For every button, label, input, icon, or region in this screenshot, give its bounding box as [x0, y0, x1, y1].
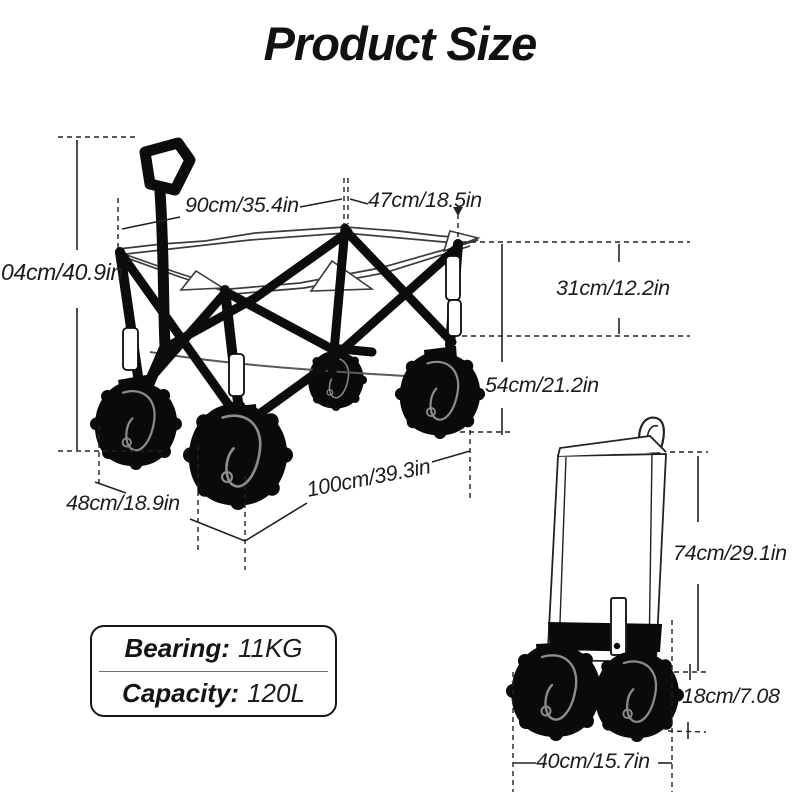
bearing-value: 11KG — [237, 633, 303, 664]
spec-divider — [99, 670, 328, 672]
open-wagon-dimension-lines — [58, 136, 690, 570]
folded-wagon-illustration — [504, 416, 686, 744]
dim-label-total-height: 04cm/40.9in — [1, 259, 123, 285]
page-title: Product Size — [263, 17, 538, 70]
dim-label-folded-height: 74cm/29.1in — [673, 541, 787, 565]
dim-label-track-width: 48cm/18.9in — [66, 491, 180, 515]
capacity-row: Capacity: 120L — [92, 672, 335, 716]
spec-box: Bearing: 11KG Capacity: 120L — [90, 625, 337, 717]
dim-label-wheel-height: 18cm/7.08 — [682, 684, 780, 708]
dim-label-basket-depth: 31cm/12.2in — [556, 276, 670, 300]
open-wagon-illustration — [88, 137, 487, 512]
capacity-label: Capacity: — [122, 677, 240, 708]
bearing-label: Bearing: — [124, 633, 230, 664]
dim-label-top-length: 90cm/35.4in — [185, 193, 299, 217]
dim-label-folded-width: 40cm/15.7in — [536, 749, 650, 773]
capacity-value: 120L — [247, 677, 305, 708]
dim-label-top-width: 47cm/18.5in — [368, 188, 482, 212]
bearing-row: Bearing: 11KG — [92, 627, 335, 671]
folded-wagon-dimension-lines — [512, 451, 710, 792]
dim-label-rim-height: 54cm/21.2in — [485, 373, 599, 397]
